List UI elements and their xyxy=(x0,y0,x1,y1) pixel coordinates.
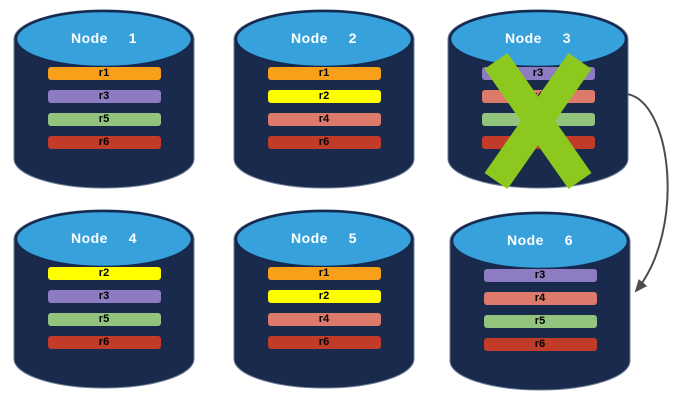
replica-label: r1 xyxy=(318,267,330,279)
replica-label: r2 xyxy=(98,267,110,279)
node-2: Node 2 r1 r2 r4 r6 xyxy=(232,7,416,205)
replica-rows: r3 r4 r5 r6 xyxy=(446,67,630,149)
replica-label: r2 xyxy=(318,290,330,302)
replica-label: r1 xyxy=(318,67,330,79)
node-title: Node 1 xyxy=(70,30,138,46)
replica-row: r2 xyxy=(47,267,161,280)
replica-row: r4 xyxy=(483,292,597,305)
replica-row: r6 xyxy=(481,136,595,149)
replica-row: r5 xyxy=(481,113,595,126)
replica-row: r2 xyxy=(267,90,381,103)
node-5: Node 5 r1 r2 r4 r6 xyxy=(232,207,416,402)
replica-row: r3 xyxy=(481,67,595,80)
replica-row: r6 xyxy=(47,136,161,149)
replica-row: r3 xyxy=(483,269,597,282)
replica-label: r6 xyxy=(98,136,110,148)
replica-row: r6 xyxy=(267,336,381,349)
replica-label: r2 xyxy=(318,90,330,102)
replica-label: r5 xyxy=(532,113,544,125)
node-title: Node 3 xyxy=(504,30,572,46)
replica-label: r6 xyxy=(98,336,110,348)
node-1: Node 1 r1 r3 r5 r6 xyxy=(12,7,196,205)
replica-rows: r3 r4 r5 r6 xyxy=(448,269,632,351)
replica-row: r3 xyxy=(47,290,161,303)
replica-row: r1 xyxy=(267,67,381,80)
node-6: Node 6 r3 r4 r5 r6 xyxy=(448,209,632,402)
replica-label: r6 xyxy=(318,136,330,148)
replica-label: r3 xyxy=(98,290,110,302)
replica-label: r5 xyxy=(534,315,546,327)
replica-rows: r1 r2 r4 r6 xyxy=(232,67,416,149)
replica-label: r3 xyxy=(98,90,110,102)
replica-label: r6 xyxy=(318,336,330,348)
node-title: Node 5 xyxy=(290,230,358,246)
replica-rows: r2 r3 r5 r6 xyxy=(12,267,196,349)
replica-label: r1 xyxy=(98,67,110,79)
replica-row: r6 xyxy=(483,338,597,351)
replica-rows: r1 r2 r4 r6 xyxy=(232,267,416,349)
node-4: Node 4 r2 r3 r5 r6 xyxy=(12,207,196,402)
replica-label: r4 xyxy=(318,313,330,325)
replica-label: r4 xyxy=(532,90,544,102)
replica-label: r5 xyxy=(98,313,110,325)
node-3: Node 3 r3 r4 r5 r6 xyxy=(446,7,630,205)
replica-label: r3 xyxy=(532,67,544,79)
replica-row: r5 xyxy=(47,113,161,126)
replica-label: r4 xyxy=(534,292,546,304)
replica-row: r5 xyxy=(483,315,597,328)
replica-label: r6 xyxy=(534,338,546,350)
replica-row: r6 xyxy=(47,336,161,349)
node-title: Node 2 xyxy=(290,30,358,46)
replica-row: r4 xyxy=(267,113,381,126)
replica-row: r6 xyxy=(267,136,381,149)
replica-row: r3 xyxy=(47,90,161,103)
replica-row: r4 xyxy=(481,90,595,103)
replica-row: r1 xyxy=(267,267,381,280)
replica-label: r4 xyxy=(318,113,330,125)
replica-row: r2 xyxy=(267,290,381,303)
replica-row: r1 xyxy=(47,67,161,80)
replica-label: r3 xyxy=(534,269,546,281)
replica-label: r6 xyxy=(532,136,544,148)
node-title: Node 6 xyxy=(506,232,574,248)
failover-arrow-path xyxy=(626,93,669,293)
replica-rows: r1 r3 r5 r6 xyxy=(12,67,196,149)
node-title: Node 4 xyxy=(70,230,138,246)
replica-row: r4 xyxy=(267,313,381,326)
replica-label: r5 xyxy=(98,113,110,125)
replica-row: r5 xyxy=(47,313,161,326)
